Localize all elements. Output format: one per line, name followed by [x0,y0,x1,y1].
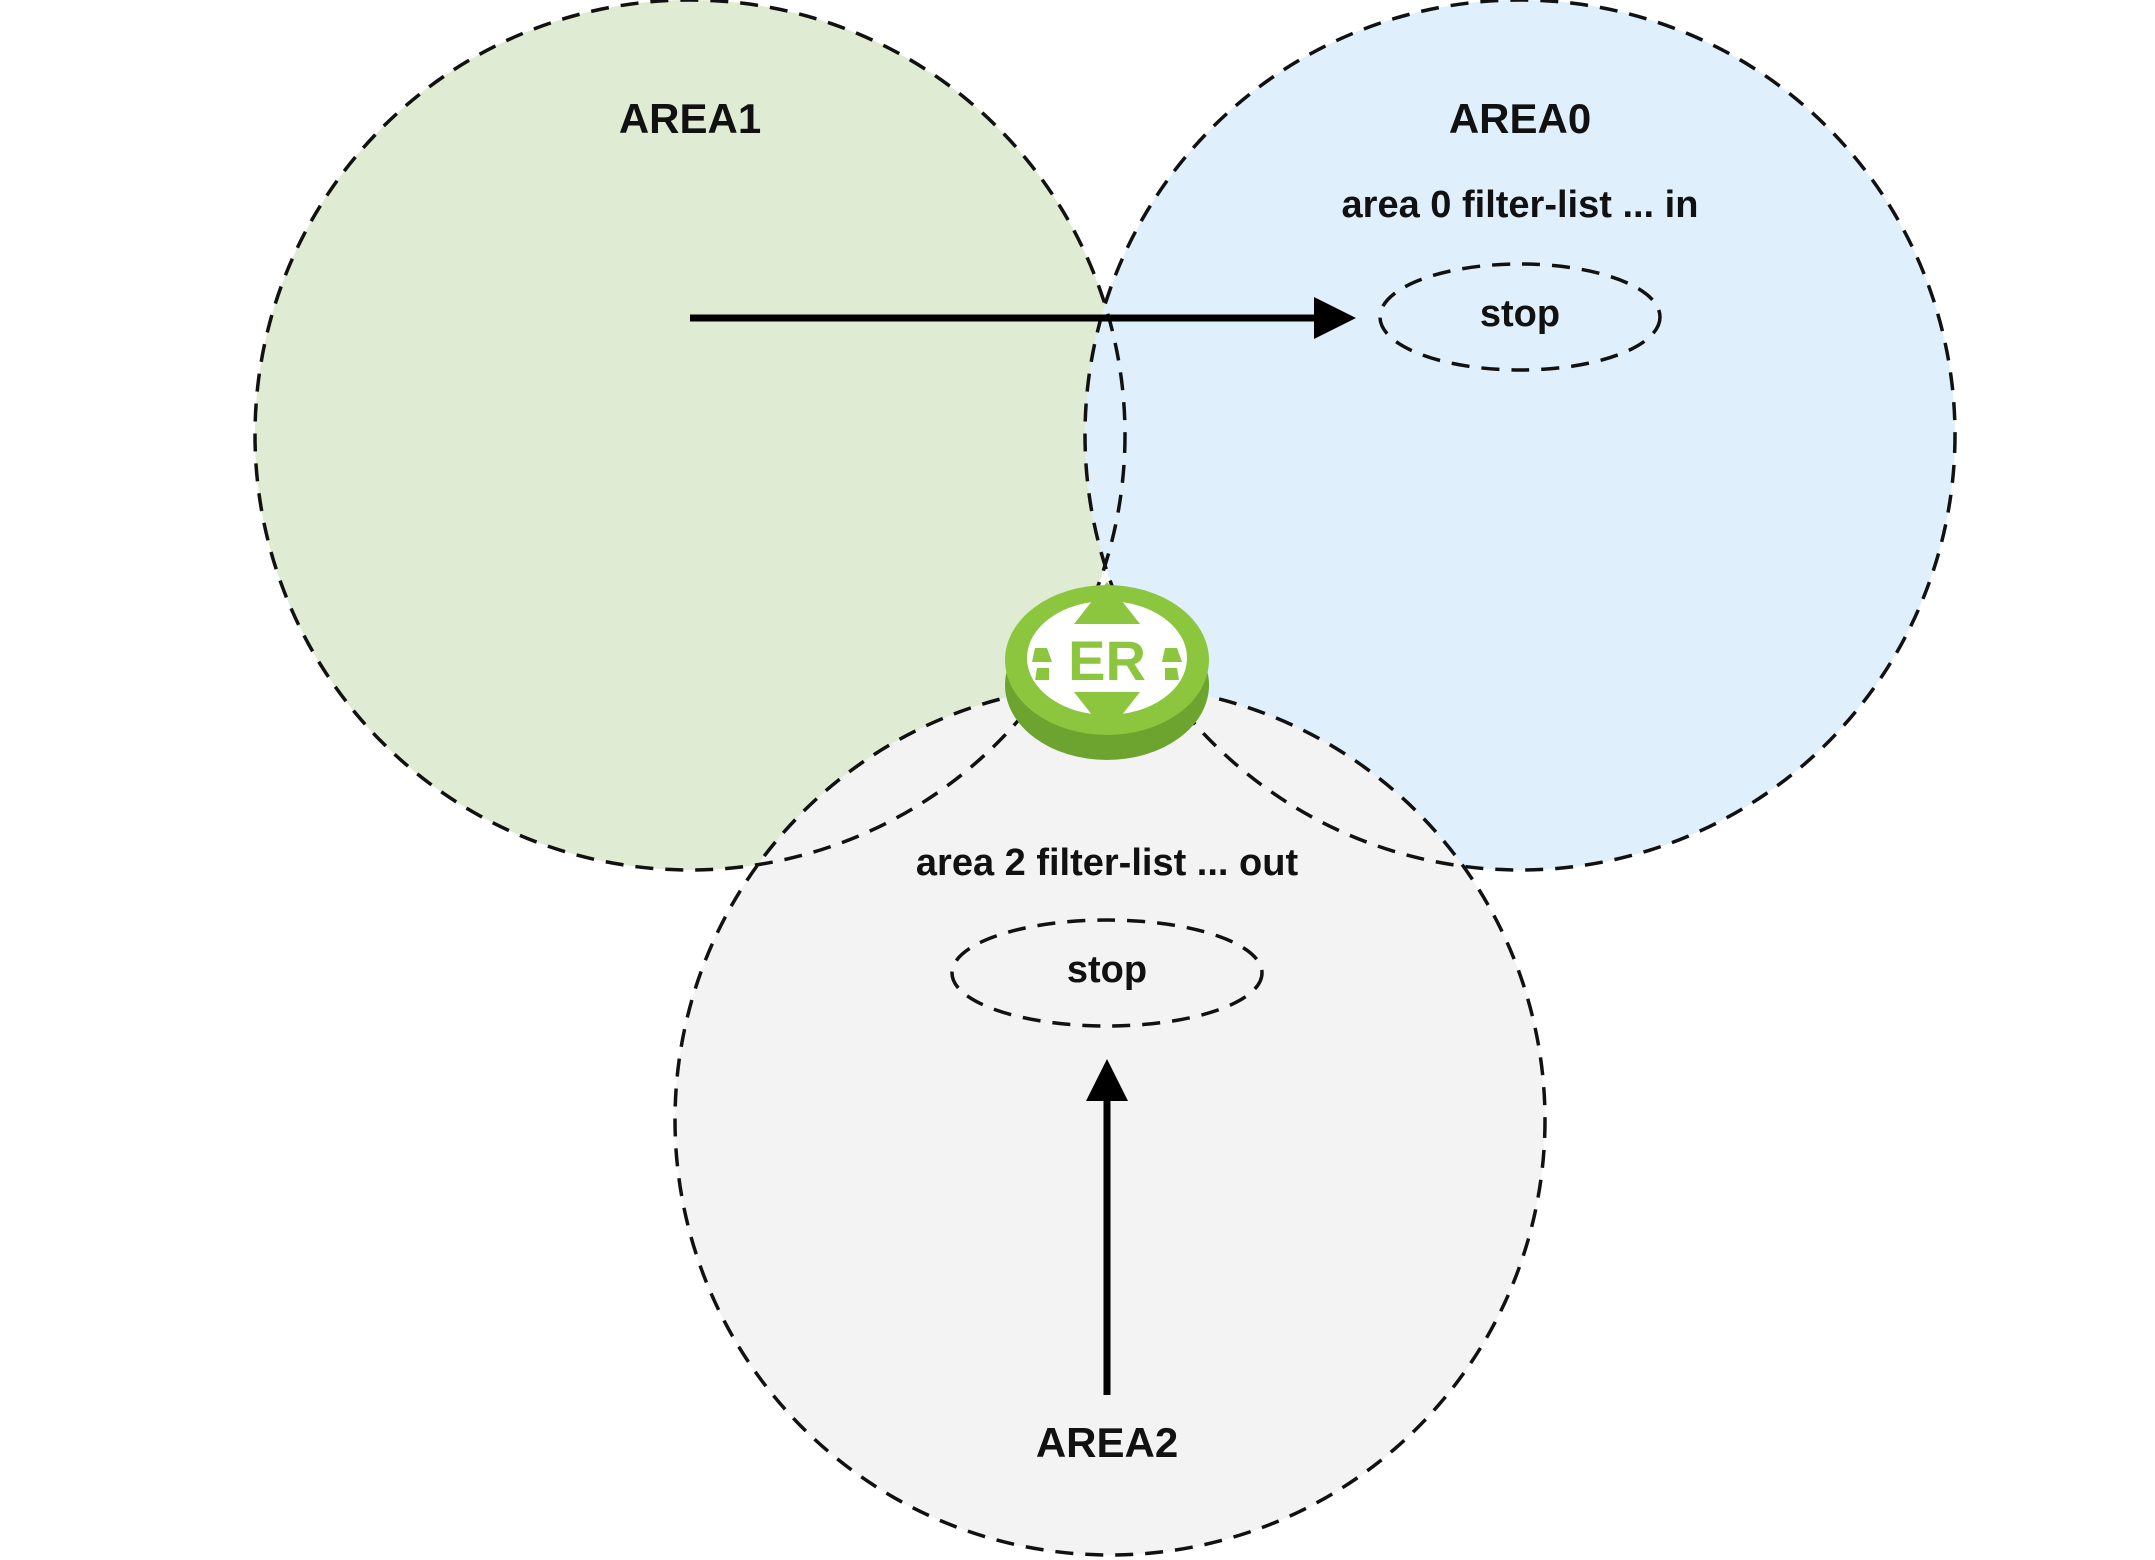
area2-title: AREA2 [1036,1419,1178,1466]
area0-circle [1085,0,1955,870]
area1-circle [255,0,1125,870]
router-arrow-right [1162,648,1182,662]
router-icon[interactable]: ER [1005,582,1209,760]
router-arrow-left [1032,648,1052,662]
area2-stop-oval [950,918,1264,1028]
area0-title: AREA0 [1449,95,1591,142]
area0-stop-label: stop [1480,293,1560,335]
router-arrow-left-2 [1035,668,1049,680]
router-label: ER [1068,629,1146,692]
area0-stop-oval [1378,262,1662,372]
router-face [1027,601,1187,715]
area1-title: AREA1 [619,95,761,142]
router-arrow-right-2 [1165,668,1179,680]
area2-filter-label: area 2 filter-list ... out [916,842,1299,884]
area1-border [253,0,1127,872]
router-arrow-up [1074,582,1140,624]
area2-stop-label: stop [1067,949,1147,991]
router-arrow-down [1074,692,1140,734]
area0-border [1083,0,1957,872]
area0-filter-label: area 0 filter-list ... in [1342,184,1699,226]
